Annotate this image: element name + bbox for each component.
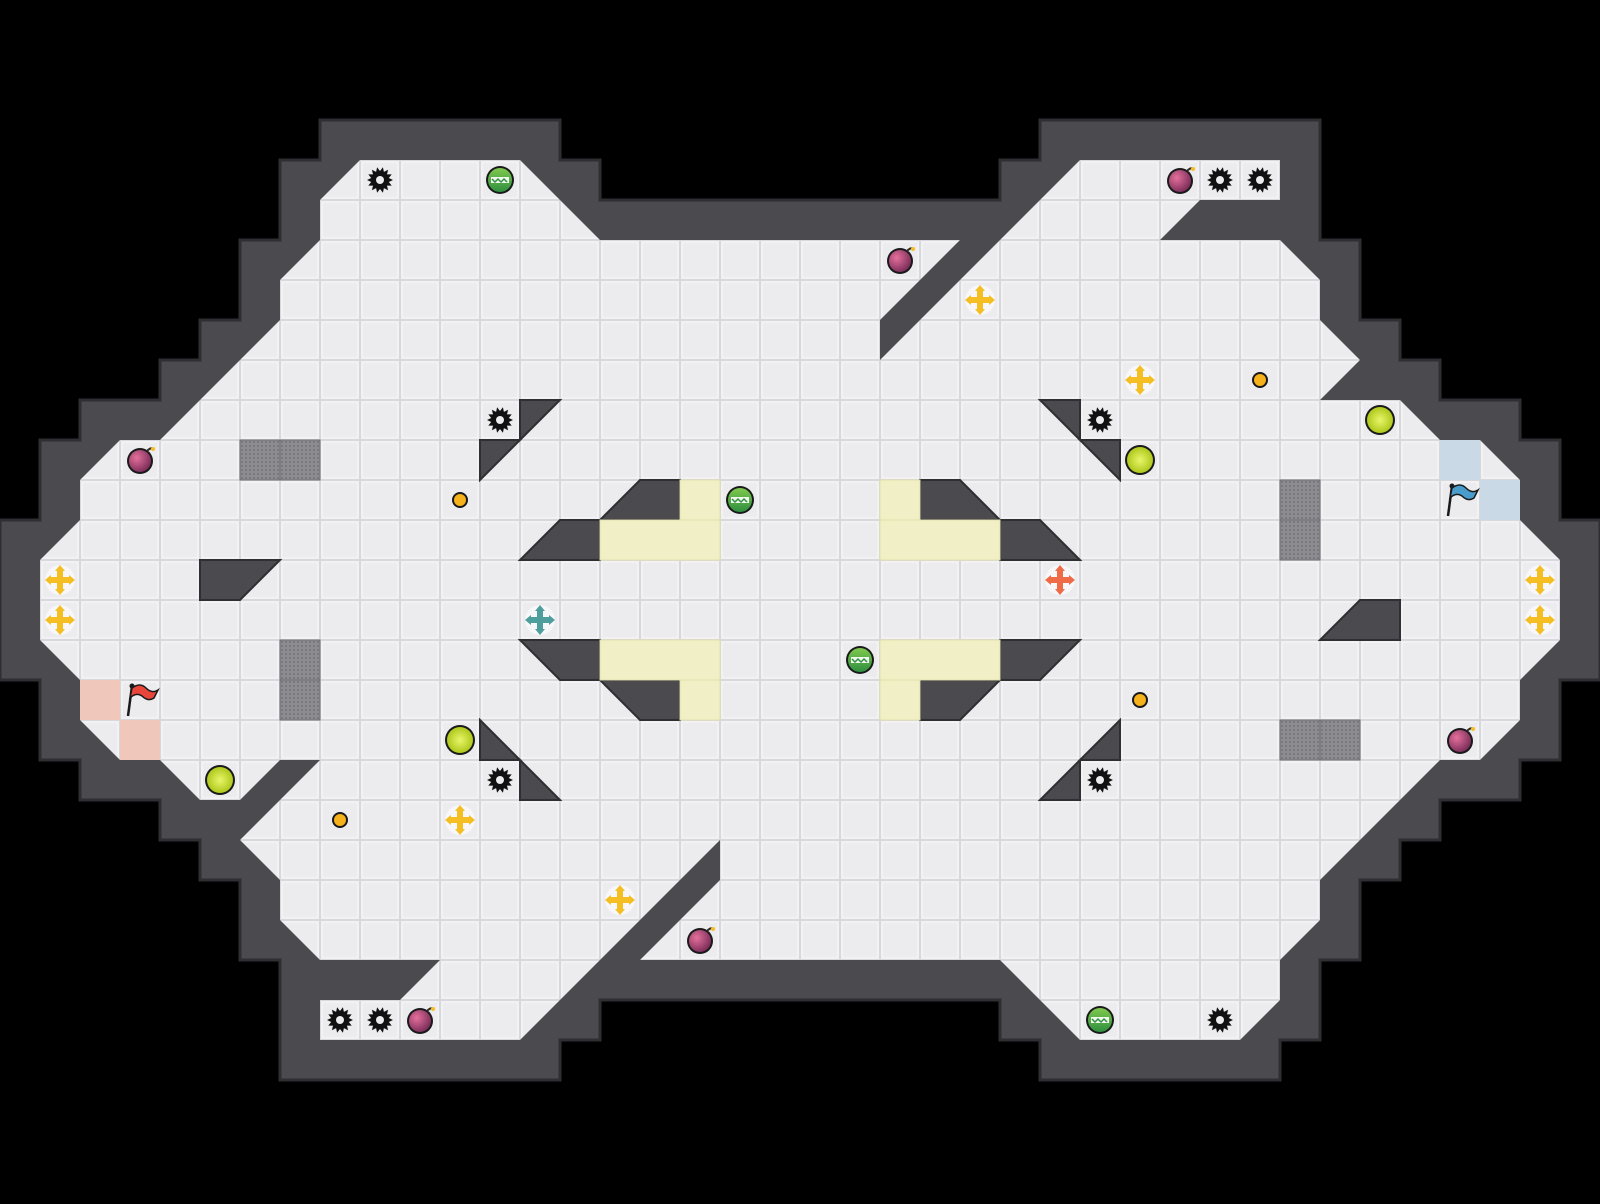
team-booster-red-icon <box>1045 565 1075 595</box>
gate-tile <box>1279 519 1321 561</box>
bomb-icon <box>887 247 915 274</box>
powerup-icon <box>1086 1006 1114 1034</box>
gate-tile <box>1279 719 1321 761</box>
speed-booster-icon <box>1525 565 1555 595</box>
speed-booster-icon <box>45 605 75 635</box>
spike-icon <box>487 407 513 433</box>
bomb-icon <box>1167 167 1195 194</box>
button-icon <box>1132 692 1148 708</box>
bomb-icon <box>687 927 715 954</box>
spike-icon <box>367 167 393 193</box>
spike-icon <box>1087 767 1113 793</box>
portal-icon <box>445 725 475 755</box>
speed-booster-icon <box>605 885 635 915</box>
blue-flag-icon <box>1446 483 1480 517</box>
gate-tile <box>1319 719 1361 761</box>
spike-icon <box>1247 167 1273 193</box>
speed-booster-icon <box>45 565 75 595</box>
button-icon <box>332 812 348 828</box>
gate-tile <box>279 639 321 681</box>
spike-icon <box>1087 407 1113 433</box>
speed-booster-icon <box>1525 605 1555 635</box>
blue-base-tile <box>1440 440 1480 480</box>
powerup-icon <box>486 166 514 194</box>
speed-booster-icon <box>965 285 995 315</box>
portal-icon <box>1365 405 1395 435</box>
powerup-icon <box>846 646 874 674</box>
bomb-icon <box>1447 727 1475 754</box>
map-entities <box>45 166 1555 1034</box>
spike-icon <box>327 1007 353 1033</box>
map-floor <box>40 160 1560 1040</box>
speed-booster-icon <box>445 805 475 835</box>
team-zones <box>599 479 1001 721</box>
button-icon <box>1252 372 1268 388</box>
spike-icon <box>367 1007 393 1033</box>
portal-icon <box>1125 445 1155 475</box>
button-icon <box>452 492 468 508</box>
spike-icon <box>1207 167 1233 193</box>
red-flag-icon <box>126 683 160 717</box>
gate-tile <box>1279 479 1321 521</box>
team-bases <box>80 440 1520 760</box>
red-base-tile <box>80 680 120 720</box>
spike-icon <box>487 767 513 793</box>
speed-booster-icon <box>1125 365 1155 395</box>
bomb-icon <box>407 1007 435 1034</box>
team-booster-blue-icon <box>525 605 555 635</box>
gate-tile <box>279 679 321 721</box>
bomb-icon <box>127 447 155 474</box>
powerup-icon <box>726 486 754 514</box>
blue-base-tile <box>1480 480 1520 520</box>
portal-icon <box>205 765 235 795</box>
spike-icon <box>1207 1007 1233 1033</box>
gate-tile <box>239 439 281 481</box>
red-base-tile <box>120 720 160 760</box>
gates <box>239 439 1361 761</box>
gate-tile <box>279 439 321 481</box>
